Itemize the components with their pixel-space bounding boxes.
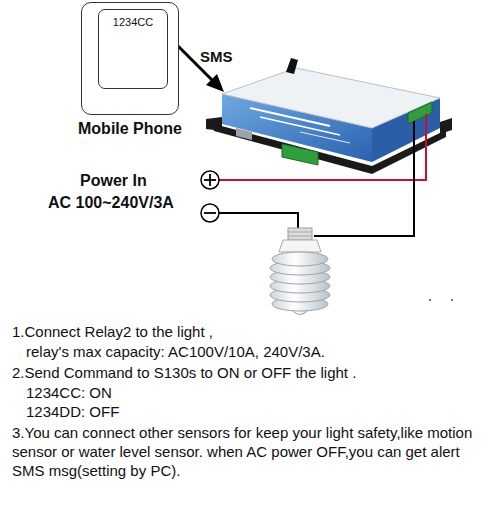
power-label: Power In [80, 171, 147, 190]
node-text: 1234CC [99, 16, 167, 28]
note-line: relay's max capacity: AC100V/10A, 240V/3… [26, 342, 325, 361]
command-line: 1234CC: ON [26, 383, 112, 402]
node-heading: Mobile Phone [70, 120, 190, 138]
note-line: 2.Send Command to S130s to ON or OFF the… [12, 363, 356, 382]
speck [451, 299, 453, 301]
arrow-head [206, 74, 224, 92]
relay-wire [314, 121, 414, 236]
minus-symbol [204, 212, 216, 214]
phone-screen: 1234CC [98, 9, 168, 89]
speck [429, 299, 431, 301]
plus-symbol [201, 171, 219, 189]
bulb-thread [288, 232, 312, 233]
mount-ear [440, 118, 452, 134]
minus-symbol [201, 204, 219, 222]
device-top [222, 68, 440, 128]
terminal-block [408, 102, 432, 124]
signal-label: SMS [200, 47, 233, 66]
note-paragraph: 3.You can connect other sensors for keep… [12, 423, 492, 480]
antenna [286, 58, 298, 74]
plus-symbol [209, 174, 211, 186]
live-wire [219, 114, 426, 180]
command-line: 1234DD: OFF [26, 402, 119, 421]
bulb-cap [288, 228, 312, 240]
bulb-neck [279, 240, 321, 252]
power-spec: AC 100~240V/3A [48, 193, 174, 212]
bulb-thread [288, 236, 312, 237]
note-line: 1.Connect Relay2 to the light , [12, 322, 213, 341]
terminal-block [282, 144, 318, 165]
phone-body: Mobile Phone 1234CC [70, 2, 190, 142]
bulb-coil [272, 252, 328, 266]
power-jack [236, 128, 252, 140]
device-print [300, 132, 350, 143]
neutral-wire [219, 213, 298, 230]
